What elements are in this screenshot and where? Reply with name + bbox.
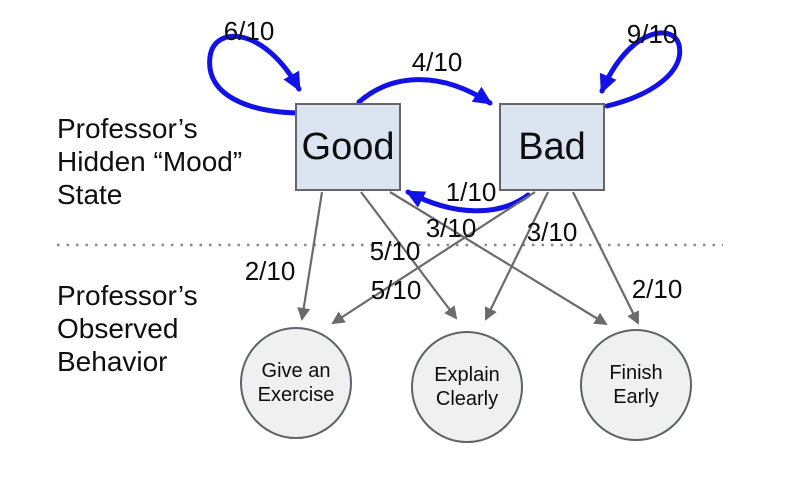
hidden-state-section-label: Professor’s Hidden “Mood” State	[57, 112, 242, 211]
transition-arrow-bad-to-bad	[599, 30, 683, 109]
observation-2-line-1: Explain	[434, 364, 500, 386]
observation-1-line-2: Exercise	[257, 384, 335, 406]
observation-3-line-2: Early	[613, 386, 659, 408]
observation-node-give-an-exercise: Give an Exercise	[240, 327, 352, 439]
prob-good-to-bad: 4/10	[411, 47, 463, 77]
observation-node-explain-clearly: Explain Clearly	[411, 331, 523, 443]
transition-arrow-bad-to-good	[405, 189, 531, 214]
transition-arrow-good-to-good	[207, 33, 302, 116]
state-bad-label: Bad	[518, 126, 586, 168]
observed-label-line-1: Professor’s	[57, 280, 198, 311]
prob-bad-to-bad: 9/10	[626, 19, 678, 49]
prob-good-to-good: 6/10	[223, 16, 275, 46]
observed-label-line-2: Observed	[57, 313, 179, 344]
observation-node-finish-early: Finish Early	[580, 329, 692, 441]
transition-arrow-good-to-bad	[356, 77, 493, 106]
state-node-good: Good	[295, 103, 401, 191]
state-node-bad: Bad	[499, 103, 605, 191]
hidden-label-line-2: Hidden “Mood”	[57, 146, 243, 177]
prob-good-to-exercise: 2/10	[244, 256, 296, 286]
emission-arrow-good-to-finish	[389, 191, 608, 326]
prob-bad-to-explain: 3/10	[526, 217, 578, 247]
observed-label-line-3: Behavior	[57, 346, 168, 377]
prob-good-to-finish: 3/10	[425, 213, 477, 243]
observation-3-line-1: Finish	[609, 362, 663, 384]
prob-bad-to-finish: 2/10	[631, 274, 683, 304]
emission-arrow-good-to-exercise	[297, 191, 324, 321]
observation-1-line-1: Give an	[261, 360, 331, 382]
state-good-label: Good	[301, 126, 395, 168]
prob-bad-to-exercise: 5/10	[370, 275, 422, 305]
emission-arrow-bad-to-explain	[484, 191, 549, 321]
hidden-label-line-1: Professor’s	[57, 113, 198, 144]
prob-bad-to-good: 1/10	[445, 177, 497, 207]
emission-arrow-good-to-explain	[360, 191, 458, 320]
emission-arrow-bad-to-finish	[572, 191, 639, 325]
observed-behavior-section-label: Professor’s Observed Behavior	[57, 279, 198, 378]
emission-arrow-bad-to-exercise	[331, 191, 536, 325]
observation-2-line-2: Clearly	[435, 388, 499, 410]
prob-good-to-explain: 5/10	[369, 236, 421, 266]
hidden-label-line-3: State	[57, 179, 123, 210]
